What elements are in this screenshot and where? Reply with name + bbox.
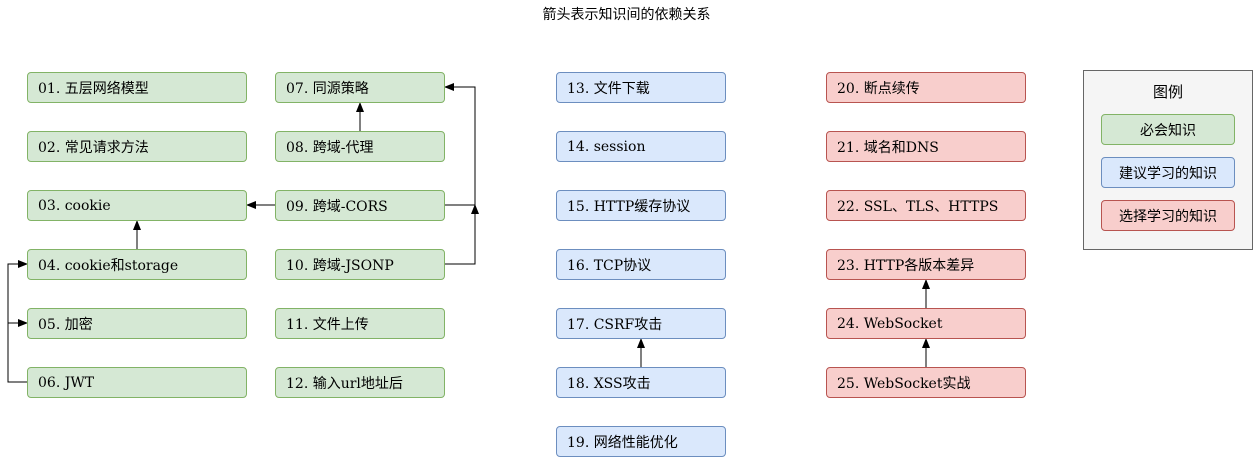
node-07-same-origin[interactable]: 07. 同源策略 [275, 72, 445, 103]
legend-item-required: 必会知识 [1101, 114, 1235, 145]
node-24-websocket[interactable]: 24. WebSocket [826, 308, 1026, 339]
node-18-xss[interactable]: 18. XSS攻击 [556, 367, 726, 398]
node-15-http-cache[interactable]: 15. HTTP缓存协议 [556, 190, 726, 221]
node-02-request-methods[interactable]: 02. 常见请求方法 [27, 131, 247, 162]
node-06-jwt[interactable]: 06. JWT [27, 367, 247, 398]
node-16-tcp[interactable]: 16. TCP协议 [556, 249, 726, 280]
node-04-cookie-storage[interactable]: 04. cookie和storage [27, 249, 247, 280]
node-22-ssl-tls-https[interactable]: 22. SSL、TLS、HTTPS [826, 190, 1026, 221]
diagram-title: 箭头表示知识间的依赖关系 [542, 7, 711, 23]
node-23-http-versions[interactable]: 23. HTTP各版本差异 [826, 249, 1026, 280]
node-10-jsonp[interactable]: 10. 跨域-JSONP [275, 249, 445, 280]
node-08-cors-proxy[interactable]: 08. 跨域-代理 [275, 131, 445, 162]
node-17-csrf[interactable]: 17. CSRF攻击 [556, 308, 726, 339]
node-09-cors[interactable]: 09. 跨域-CORS [275, 190, 445, 221]
node-25-websocket-practice[interactable]: 25. WebSocket实战 [826, 367, 1026, 398]
node-21-domain-dns[interactable]: 21. 域名和DNS [826, 131, 1026, 162]
legend: 图例 必会知识 建议学习的知识 选择学习的知识 [1083, 70, 1253, 250]
node-11-file-upload[interactable]: 11. 文件上传 [275, 308, 445, 339]
node-01-five-layer-model[interactable]: 01. 五层网络模型 [27, 72, 247, 103]
node-14-session[interactable]: 14. session [556, 131, 726, 162]
legend-item-optional: 选择学习的知识 [1101, 200, 1235, 231]
node-03-cookie[interactable]: 03. cookie [27, 190, 247, 221]
node-20-resume-transfer[interactable]: 20. 断点续传 [826, 72, 1026, 103]
legend-title: 图例 [1152, 83, 1183, 101]
node-19-perf-optimization[interactable]: 19. 网络性能优化 [556, 426, 726, 457]
node-05-encryption[interactable]: 05. 加密 [27, 308, 247, 339]
node-13-file-download[interactable]: 13. 文件下载 [556, 72, 726, 103]
node-12-enter-url[interactable]: 12. 输入url地址后 [275, 367, 445, 398]
arrow-n10-to-n07 [445, 204, 479, 265]
arrow-n09-to-n07 [444, 83, 476, 206]
legend-item-recommended: 建议学习的知识 [1101, 157, 1235, 188]
